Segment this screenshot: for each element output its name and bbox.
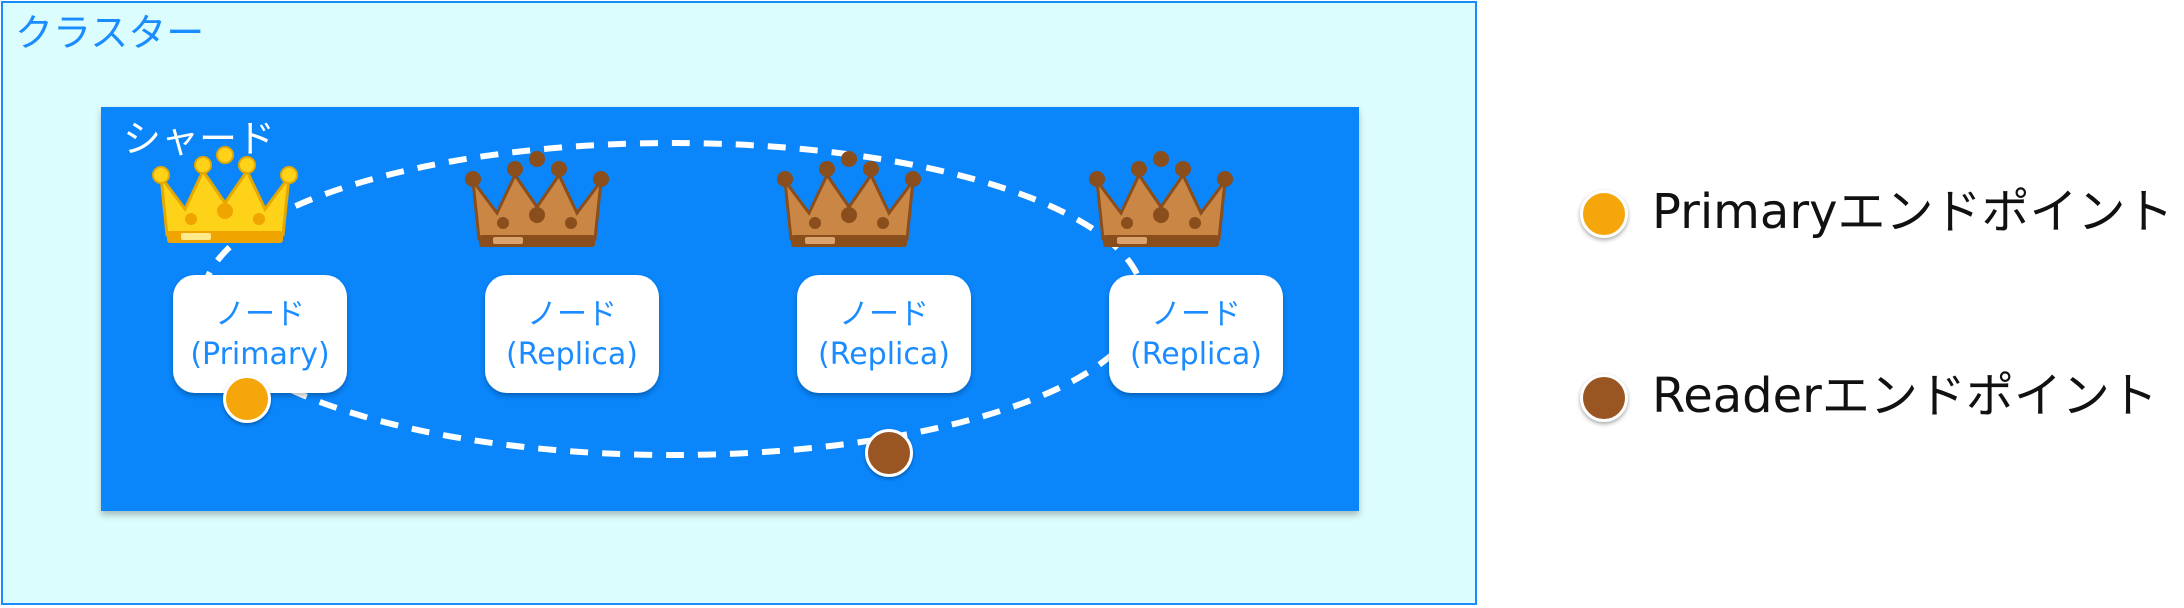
cluster-container: クラスター シャード — [1, 1, 1477, 605]
legend-label: Readerエンドポイント — [1652, 368, 2158, 424]
node-role: (Replica) — [506, 337, 638, 372]
primary-endpoint-legend-dot — [1580, 190, 1628, 238]
node-card-replica: ノード (Replica) — [797, 275, 971, 393]
reader-endpoint-dot — [865, 429, 913, 477]
shard-label: シャード — [123, 117, 276, 161]
node-card-replica: ノード (Replica) — [485, 275, 659, 393]
node-label: ノード — [527, 297, 617, 332]
bronze-crown-icon — [1089, 151, 1233, 247]
node-label: ノード — [839, 297, 929, 332]
reader-endpoint-legend-dot — [1580, 374, 1628, 422]
node-label: ノード — [215, 297, 305, 332]
shard-container: シャード — [101, 107, 1359, 511]
node-card-primary: ノード (Primary) — [173, 275, 347, 393]
node-label: ノード — [1151, 297, 1241, 332]
bronze-crown-icon — [465, 151, 609, 247]
legend-label: Primaryエンドポイント — [1652, 184, 2174, 240]
legend-item-primary: Primaryエンドポイント — [1576, 182, 2176, 242]
gold-crown-icon — [152, 146, 298, 243]
node-role: (Primary) — [190, 337, 330, 372]
bronze-crown-icon — [777, 151, 921, 247]
primary-endpoint-dot — [223, 375, 271, 423]
node-role: (Replica) — [818, 337, 950, 372]
node-card-replica: ノード (Replica) — [1109, 275, 1283, 393]
cluster-label: クラスター — [15, 11, 205, 55]
legend-item-reader: Readerエンドポイント — [1576, 366, 2176, 426]
node-role: (Replica) — [1130, 337, 1262, 372]
